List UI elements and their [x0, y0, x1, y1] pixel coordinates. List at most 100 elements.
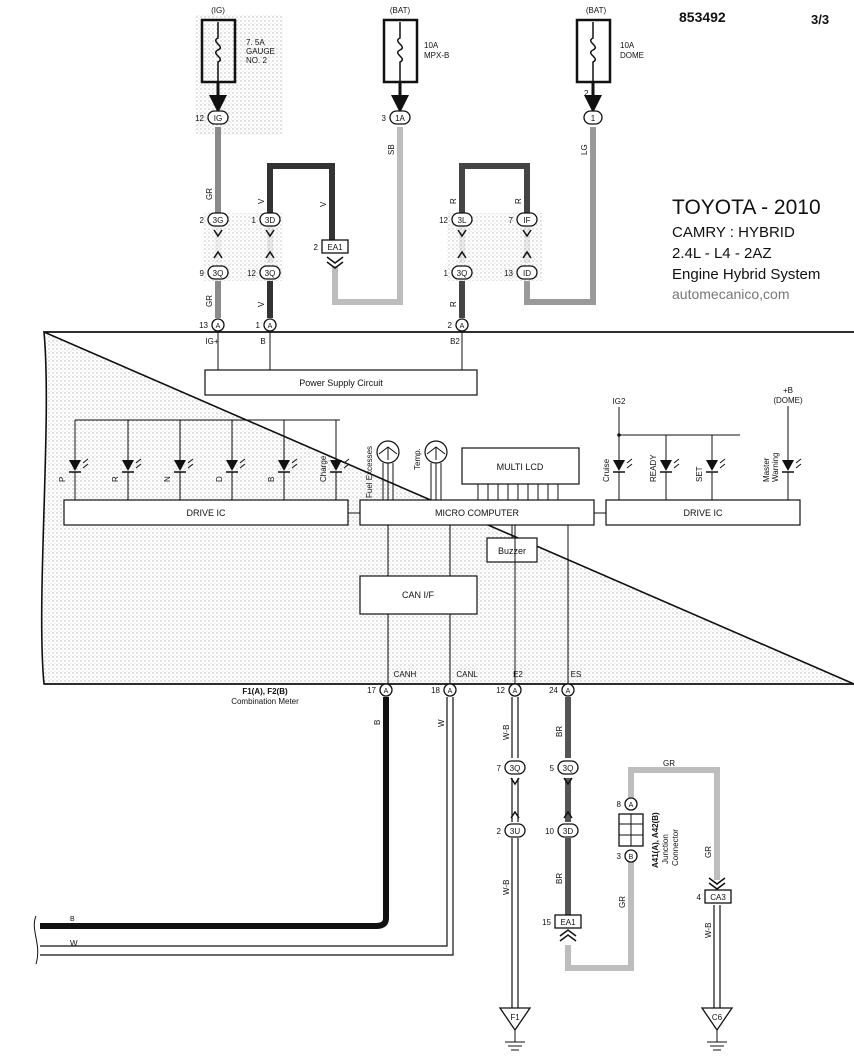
connector-pin: 13: [199, 321, 208, 330]
connector-id: 3Q: [457, 269, 468, 278]
connector-id: EA1: [327, 243, 343, 252]
gauge-fuel-label: Fuel Excesses: [365, 446, 374, 498]
title-website: automecanico,com: [672, 286, 790, 302]
connector-3q-9: 3Q 9: [200, 265, 229, 280]
indicator-label: Warning: [771, 453, 780, 483]
indicator-led-left-3: D: [215, 420, 246, 500]
power-supply-circuit: Power Supply Circuit: [204, 369, 478, 396]
wire-label: B: [373, 720, 382, 725]
title-make-year: TOYOTA - 2010: [672, 196, 821, 219]
connector-id: IF: [523, 216, 530, 225]
connector-pin: 3: [382, 114, 387, 123]
pin-label-ig: IG+: [205, 337, 218, 346]
ground-icon: [498, 1007, 532, 1032]
junction-line2: Junction: [661, 834, 670, 864]
page-number: 3/3: [811, 12, 829, 27]
drive-ic-label: DRIVE IC: [683, 508, 723, 518]
wire-v: [267, 163, 335, 240]
wire-label: SB: [387, 144, 396, 155]
fuse-rating: 10A: [424, 41, 439, 50]
indicator-led-right-2: SET: [695, 435, 726, 500]
connector-pin: 3: [617, 852, 622, 861]
buzzer: Buzzer: [486, 537, 538, 563]
connector-pin: 12: [439, 216, 448, 225]
fuse-supply-label: (IG): [211, 6, 225, 15]
connector-pin: 5: [550, 764, 555, 773]
wire-label: R: [449, 301, 458, 307]
fuse-name-line2: NO. 2: [246, 56, 267, 65]
ground-c6: C6: [700, 1007, 734, 1051]
wire-label: V: [257, 301, 266, 307]
wire-label: W: [437, 719, 446, 727]
fuse-mpx-b: (BAT) 10A MPX-B: [382, 6, 449, 113]
drive-ic-label: DRIVE IC: [186, 508, 226, 518]
pin-label-e2: E2: [513, 670, 523, 679]
wire-lg: [524, 127, 596, 305]
pin-label-canl: CANL: [456, 670, 478, 679]
connector-a-1: A 1: [256, 318, 277, 332]
connector-pin: 13: [504, 269, 513, 278]
connector-id: A: [566, 688, 571, 695]
fuse-icon: [590, 22, 596, 82]
fuse-icon: [397, 22, 403, 82]
multi-lcd: MULTI LCD: [461, 447, 580, 500]
connector-id: A: [384, 688, 389, 695]
fuse-name: GAUGE: [246, 47, 275, 56]
indicator-led-left-1: R: [111, 420, 142, 500]
wire-label: R: [449, 198, 458, 204]
title-block: TOYOTA - 2010 CAMRY : HYBRID 2.4L - L4 -…: [672, 196, 821, 302]
connector-id: 1A: [395, 114, 405, 123]
meter-subname: Combination Meter: [231, 697, 299, 706]
ground-icon: [700, 1007, 734, 1032]
multi-lcd-label: MULTI LCD: [497, 462, 544, 472]
pin-label-b2: B2: [450, 337, 460, 346]
wire-label: GR: [205, 295, 214, 307]
meter-name: F1(A), F2(B): [242, 687, 288, 696]
connector-id: A: [268, 323, 273, 330]
doc-number: 853492: [679, 9, 726, 25]
wire-label: B: [70, 916, 75, 923]
power-supply-label: Power Supply Circuit: [299, 378, 383, 388]
connector-id: ID 13: [504, 265, 538, 280]
wire-label: GR: [205, 188, 214, 200]
wire-b-canh: [40, 697, 389, 929]
connector-1a: 1A 3: [382, 110, 411, 125]
connector-ea1-bottom: EA1 15: [542, 914, 582, 942]
connector-pin: 10: [545, 827, 554, 836]
connector-pin: 18: [431, 686, 440, 695]
connector-a-17: A 17: [367, 683, 393, 697]
connector-3g: 3G 2: [200, 212, 229, 227]
indicator-label: N: [163, 476, 172, 482]
indicator-label: Charge: [319, 455, 328, 482]
connector-id: A: [460, 323, 465, 330]
connector-id: 1: [591, 114, 596, 123]
indicator-label: D: [215, 476, 224, 482]
connector-a-13: A 13: [199, 318, 225, 332]
connector-pin: 17: [367, 686, 376, 695]
wire-label: V: [257, 198, 266, 204]
wire-sb: [332, 127, 403, 305]
indicator-led-left-0: P: [58, 420, 89, 500]
wire-label: W-B: [704, 923, 713, 938]
wire-wb-e2: [511, 697, 519, 1008]
wire-label: GR: [704, 846, 713, 858]
connector-a-24: A 24: [549, 683, 575, 697]
wire-gr-ea1: [565, 858, 634, 971]
connector-id: A: [513, 688, 518, 695]
connector-id: 3U: [510, 827, 520, 836]
fuse-rating: 10A: [620, 41, 635, 50]
indicator-label: Cruise: [602, 458, 611, 482]
connector-pin: 9: [200, 269, 205, 278]
connector-pin: 24: [549, 686, 558, 695]
connector-id: 3D: [265, 216, 275, 225]
wire-label: R: [514, 198, 523, 204]
connector-pin: 8: [617, 800, 622, 809]
connector-3l: 3L 12: [439, 212, 473, 227]
connector-id: 3G: [213, 216, 224, 225]
junction-connector: A 8 B 3 A41(A), A42(B) Junction Connecto…: [617, 797, 680, 868]
connector-3q-1: 3Q 1: [444, 265, 473, 280]
pin-label-b: B: [260, 337, 265, 346]
